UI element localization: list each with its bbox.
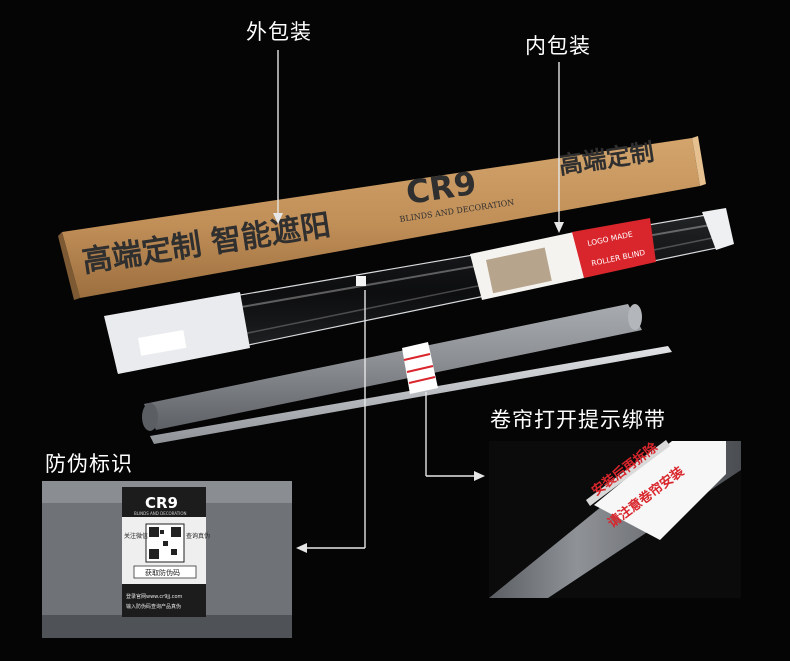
roller-tag-label: 卷帘打开提示绑带 xyxy=(490,408,666,432)
leader-lines xyxy=(273,50,564,553)
outer-package-label: 外包装 xyxy=(246,20,312,44)
roller-tube xyxy=(142,304,672,444)
anti-fake-label: 防伪标识 xyxy=(45,452,133,476)
sticker-left-text: 关注微信 xyxy=(124,532,148,540)
sticker-site: 登录官网www.cr9jj.com xyxy=(126,593,183,600)
sticker-hint: 输入防伪码查询产品真伪 xyxy=(126,603,181,610)
sticker-right-text: 查询真伪 xyxy=(186,532,210,540)
sticker-closeup-panel: CR9 BLINDS AND DECORATION 关注微信 查询真伪 获取防伪… xyxy=(42,481,292,638)
inner-package-label: 内包装 xyxy=(525,34,591,58)
sticker-scan-text: 获取防伪码 xyxy=(145,568,180,577)
tag-closeup-panel: 安装后再拆除 请注意卷帘安装 xyxy=(489,439,741,598)
inner-sleeve: LOGO MADE ROLLER BLIND xyxy=(104,208,734,374)
outer-box: 高端定制 智能遮阳 CR9 BLINDS AND DECORATION 高端定制 xyxy=(58,136,706,300)
sticker-brand: CR9 xyxy=(145,494,178,512)
sticker-brand-sub: BLINDS AND DECORATION xyxy=(134,511,186,516)
